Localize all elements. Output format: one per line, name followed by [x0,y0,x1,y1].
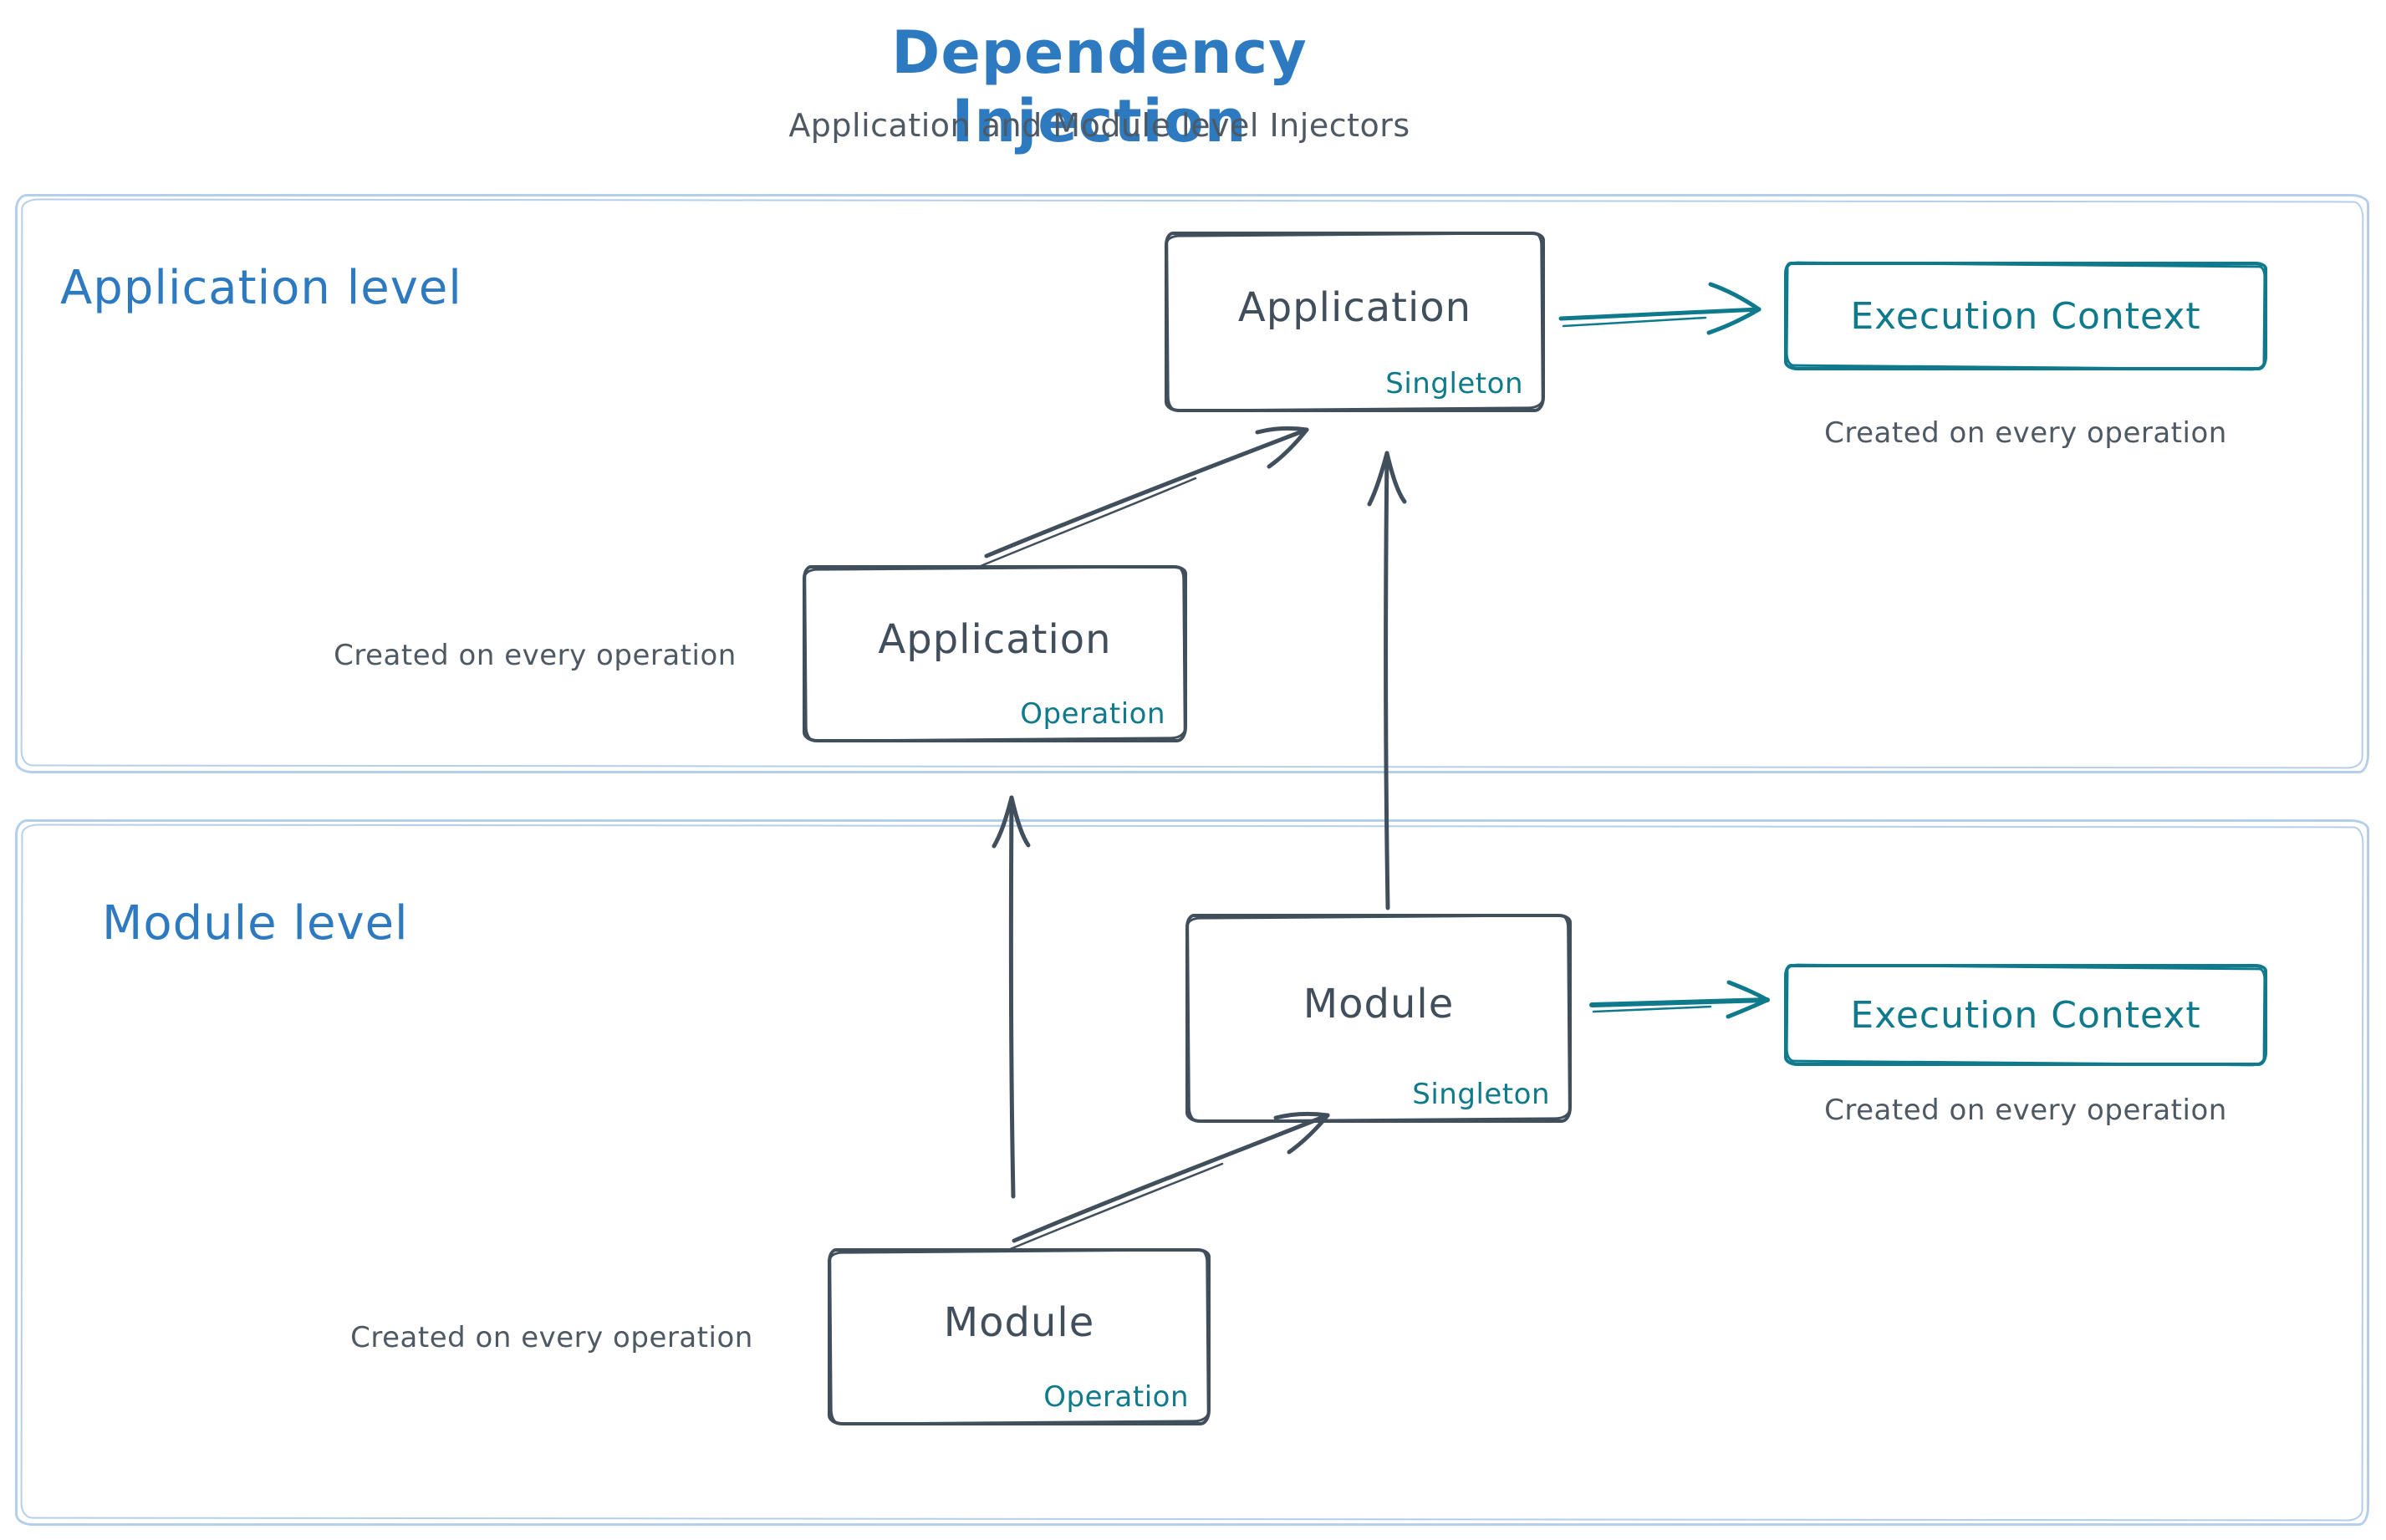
application-execution-context-label: Execution Context [1850,294,2201,338]
module-singleton-title: Module [1303,981,1455,1028]
application-operation-box: Application Operation [803,565,1187,742]
module-execution-context-caption: Created on every operation [1824,1094,2227,1127]
module-operation-title: Module [943,1299,1095,1346]
module-execution-context-label: Execution Context [1850,993,2201,1037]
application-execution-context-box: Execution Context [1784,262,2267,370]
application-execution-context-caption: Created on every operation [1824,416,2227,450]
module-level-container [15,819,2369,1526]
module-singleton-box: Module Singleton [1185,914,1572,1123]
module-operation-caption: Created on every operation [350,1321,753,1354]
module-execution-context-box: Execution Context [1784,964,2267,1066]
page-subtitle: Application and Module level Injectors [788,107,1410,144]
application-operation-scope: Operation [1020,697,1165,731]
module-singleton-scope: Singleton [1412,1078,1550,1111]
application-singleton-scope: Singleton [1385,367,1523,400]
application-singleton-title: Application [1237,284,1472,331]
module-operation-scope: Operation [1043,1380,1189,1414]
application-operation-title: Application [878,616,1112,663]
application-singleton-box: Application Singleton [1165,232,1545,412]
module-operation-box: Module Operation [828,1248,1211,1425]
application-operation-caption: Created on every operation [334,639,737,672]
module-level-label: Module level [102,896,409,951]
application-level-label: Application level [60,261,462,315]
page-title: Dependency Injection [891,18,1308,156]
application-level-container [15,194,2369,773]
